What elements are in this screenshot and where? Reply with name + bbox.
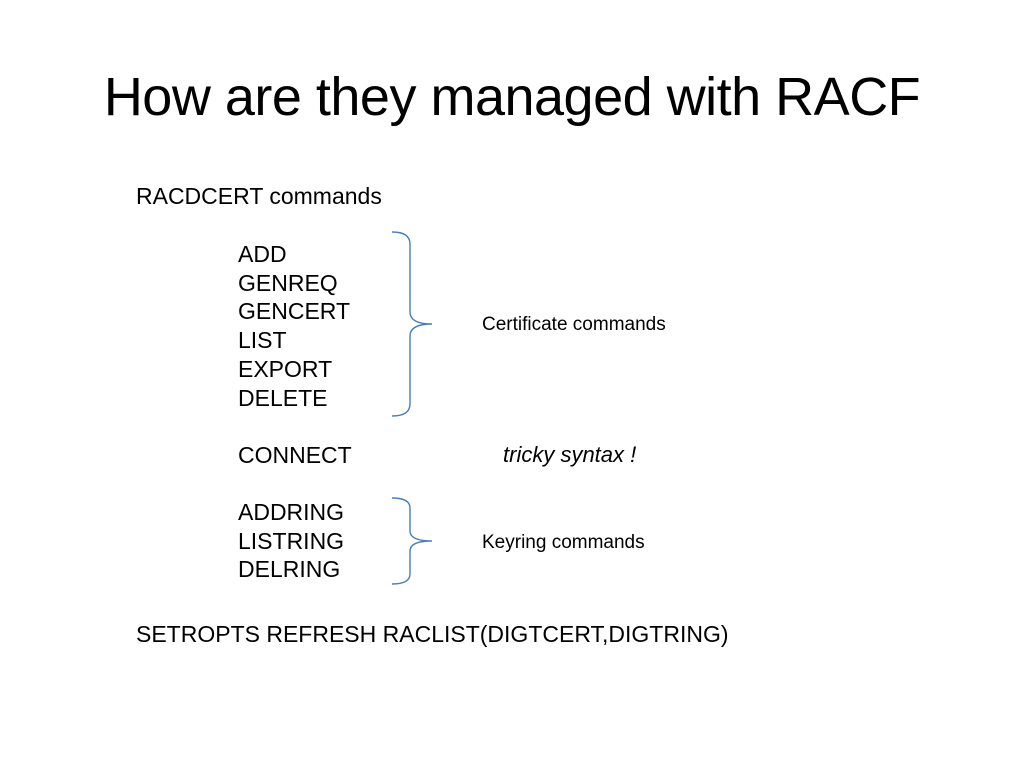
list-item: ADD (238, 241, 287, 267)
list-item: EXPORT (238, 355, 333, 382)
list-item: LISTRING (238, 527, 345, 554)
right-curly-brace-icon (391, 497, 433, 585)
keyring-group-label: Keyring commands (482, 532, 645, 553)
list-item: DELETE (238, 384, 328, 411)
list-item: ADDRING (238, 499, 345, 525)
list-item: DELRING (238, 556, 341, 583)
connect-command: CONNECT (238, 442, 352, 468)
racdcert-heading: RACDCERT commands (136, 183, 382, 209)
list-item: GENCERT (238, 298, 351, 325)
certificate-group-label: Certificate commands (482, 314, 666, 335)
right-curly-brace-icon (391, 231, 433, 417)
certificate-command-list: ADD GENREQ GENCERT LIST EXPORT DELETE (238, 240, 350, 412)
keyring-command-list: ADDRING LISTRING DELRING (238, 498, 344, 584)
list-item: GENREQ (238, 269, 338, 296)
list-item: LIST (238, 327, 287, 354)
connect-note: tricky syntax ! (503, 442, 637, 467)
slide-title: How are they managed with RACF (103, 67, 921, 127)
setropts-command: SETROPTS REFRESH RACLIST(DIGTCERT,DIGTRI… (136, 621, 729, 647)
